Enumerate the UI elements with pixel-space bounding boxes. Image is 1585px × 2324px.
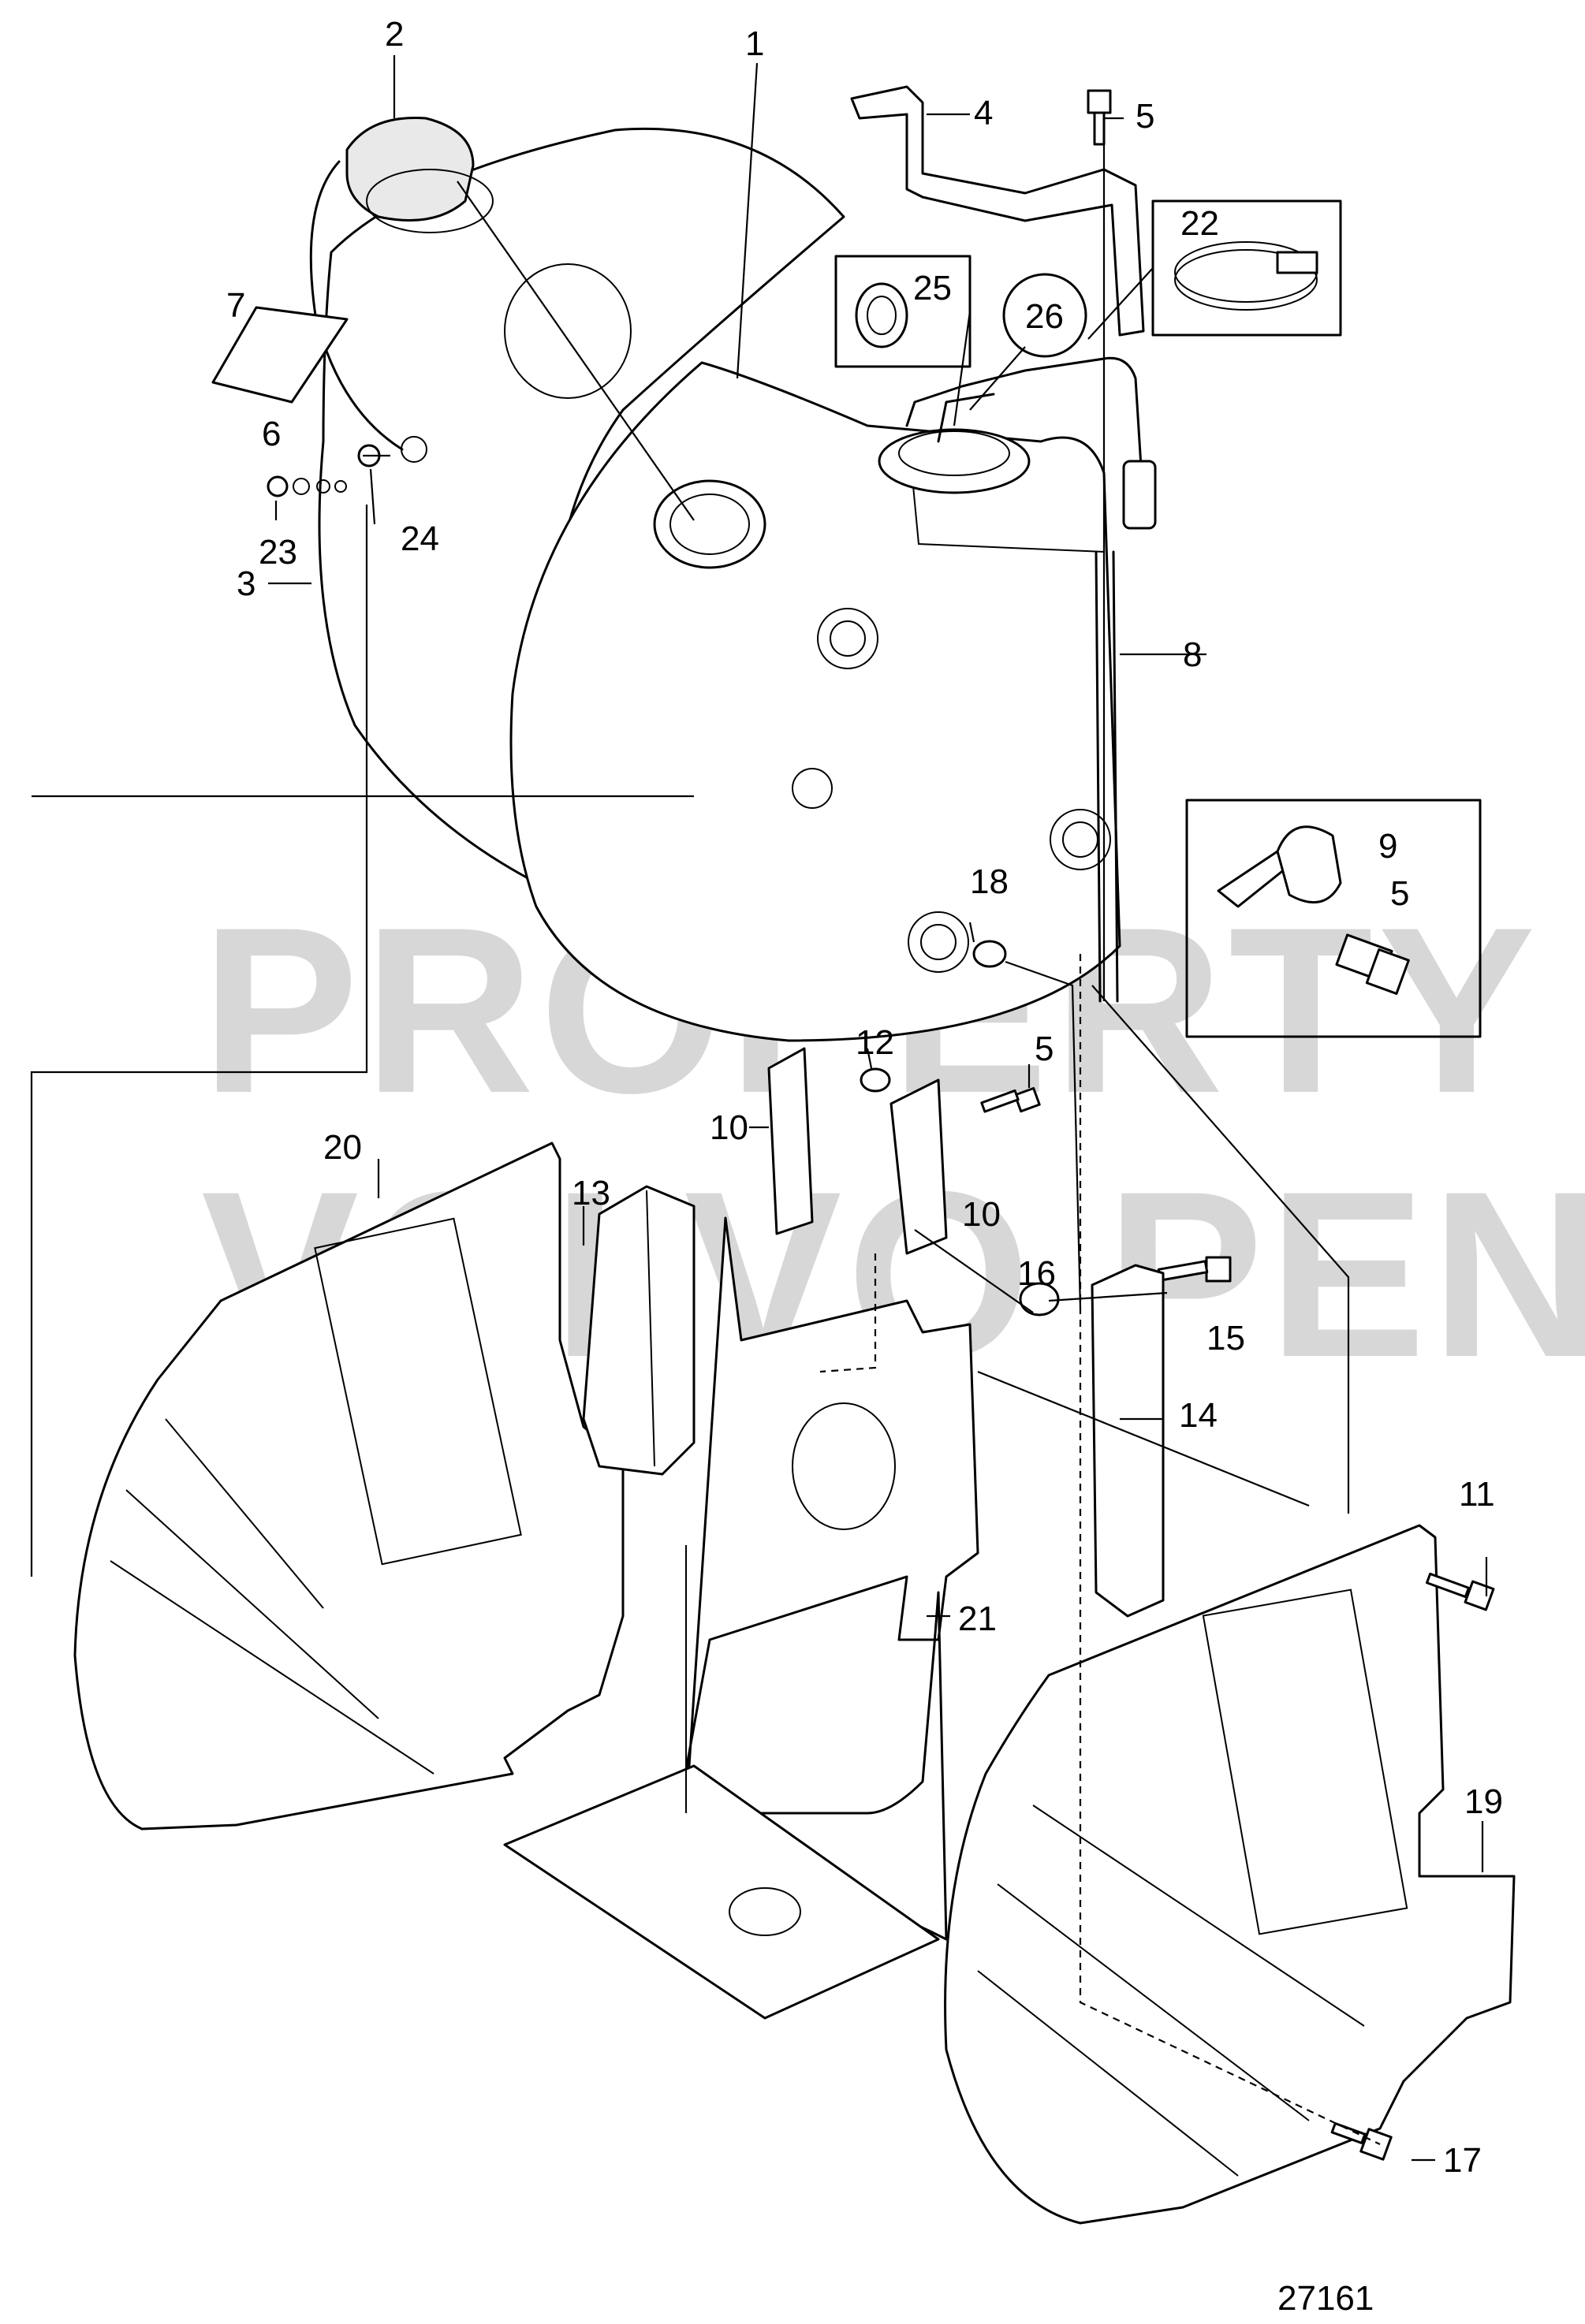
diagram-reference-number: 27161	[1277, 2279, 1374, 2318]
part-8-vent-pipe	[1095, 550, 1119, 1003]
callout-13: 13	[572, 1174, 610, 1212]
inset-22-clamp	[1151, 199, 1342, 337]
leader-lines	[30, 55, 1488, 2162]
callout-3: 3	[237, 564, 255, 603]
callout-9: 9	[1378, 827, 1397, 866]
callout-15: 15	[1206, 1319, 1245, 1358]
part-19-right-plate	[944, 1524, 1516, 2225]
part-12-nut	[860, 1067, 891, 1093]
callout-26-circle	[1002, 273, 1087, 358]
part-13-bracket	[582, 1185, 696, 1476]
part-2-filler-cap	[309, 117, 494, 463]
callout-8: 8	[1183, 635, 1202, 674]
part-17-screw	[1330, 2122, 1393, 2161]
part-5-screw-top	[1087, 89, 1112, 146]
callout-1: 1	[745, 24, 764, 63]
callout-26: 26	[1025, 297, 1064, 336]
callout-5-mid: 5	[1035, 1030, 1054, 1068]
callout-4: 4	[974, 94, 993, 132]
callout-17: 17	[1443, 2141, 1482, 2180]
part-10-clips	[767, 1047, 948, 1255]
callout-21: 21	[958, 1600, 997, 1638]
callout-22: 22	[1180, 204, 1219, 243]
part-16-nut	[1019, 1282, 1060, 1317]
callout-5-inset: 5	[1390, 874, 1409, 913]
part-18-washer	[972, 940, 1007, 968]
callout-19: 19	[1464, 1782, 1503, 1821]
sender-unit	[878, 356, 1157, 530]
part-20-left-plate	[73, 1142, 625, 1831]
callout-12: 12	[856, 1023, 894, 1062]
callout-16: 16	[1017, 1254, 1056, 1293]
callout-20: 20	[323, 1128, 362, 1167]
part-21-center-support	[503, 1216, 979, 2020]
callouts: 1 2 3 4 5 5 5 6 7 8 9 10 10 11 12 13 14 …	[226, 15, 1503, 2180]
callout-14: 14	[1179, 1396, 1218, 1435]
part-7-label	[211, 306, 349, 404]
callout-2: 2	[385, 15, 404, 54]
callout-24: 24	[401, 520, 439, 558]
callout-6: 6	[262, 415, 281, 453]
callout-7: 7	[226, 286, 245, 325]
part-15-bolt	[1157, 1256, 1232, 1283]
part-11-screw	[1426, 1572, 1495, 1611]
callout-11: 11	[1459, 1475, 1495, 1514]
callout-23: 23	[259, 533, 297, 572]
callout-18: 18	[970, 862, 1009, 901]
callout-10-left: 10	[710, 1108, 748, 1147]
part-5-screw-mid	[980, 1086, 1041, 1113]
part-4-bracket	[850, 85, 1145, 337]
inset-9-clip	[1185, 799, 1482, 1038]
callout-5-top: 5	[1136, 97, 1154, 136]
part-14-bracket	[1091, 1264, 1165, 1618]
callout-10-right: 10	[962, 1195, 1001, 1234]
callout-25: 25	[913, 269, 952, 307]
